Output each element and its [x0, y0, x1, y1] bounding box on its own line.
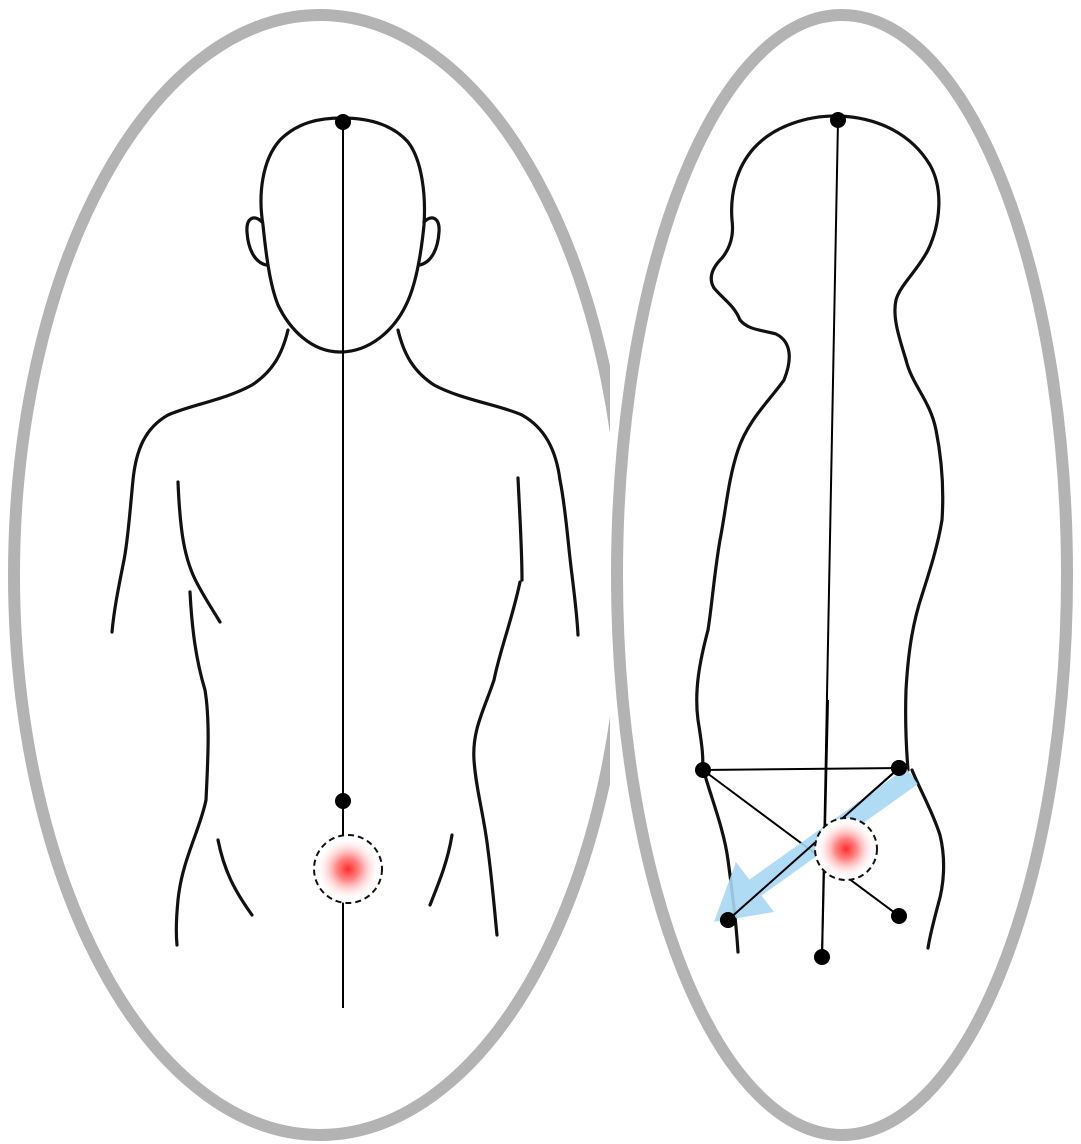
front-head-marker	[335, 114, 351, 130]
front-right-waist	[474, 582, 520, 935]
side-neck-front	[708, 320, 789, 630]
side-pain-spot-icon	[815, 818, 877, 880]
side-back-outline	[906, 360, 943, 770]
front-right-torso-outline	[398, 330, 578, 635]
direction-arrow-icon	[714, 776, 912, 922]
side-asis-marker	[695, 762, 711, 778]
front-right-inner-arm	[518, 478, 522, 580]
side-pubis-marker-overlay	[720, 912, 736, 928]
side-buttock-outline	[912, 770, 944, 948]
front-right-hip-crease	[430, 835, 452, 905]
front-left-hip-crease	[218, 840, 252, 915]
front-pain-spot-icon	[314, 835, 382, 903]
side-view-panel	[617, 15, 1067, 1135]
front-body-outline	[112, 118, 578, 945]
front-view-panel	[14, 15, 626, 1135]
side-pelvic-horizontal	[703, 768, 899, 770]
front-left-waist	[176, 592, 208, 945]
side-body-outline	[697, 116, 944, 952]
side-psis-marker-overlay	[891, 760, 907, 776]
side-sacrum-marker	[891, 908, 907, 924]
front-left-inner-arm	[178, 482, 220, 622]
side-head-marker	[830, 112, 846, 128]
front-view-ellipse	[14, 15, 626, 1135]
front-lumbar-marker	[335, 793, 351, 809]
side-belly-outline	[697, 630, 708, 770]
side-view-ellipse	[617, 15, 1067, 1135]
